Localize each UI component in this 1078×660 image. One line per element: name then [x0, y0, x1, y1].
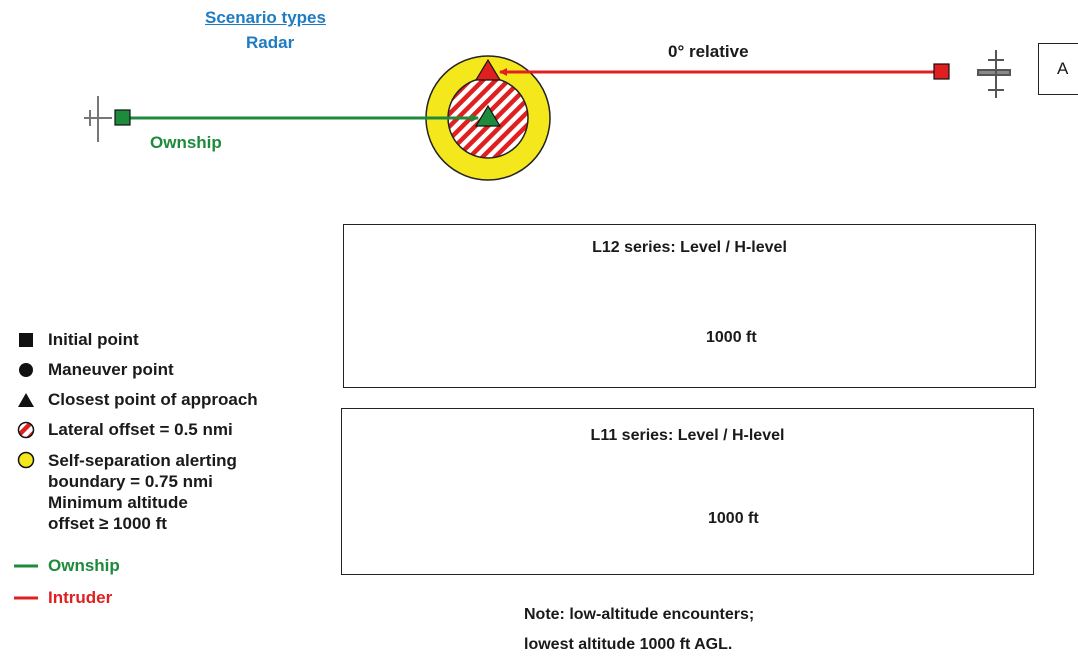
legend-label: Intruder: [48, 588, 113, 607]
legend-item-alerting-boundary: Self-separation alerting boundary = 0.75…: [14, 450, 237, 534]
intruder-aircraft-icon: [977, 50, 1011, 98]
legend-item-lateral-offset: Lateral offset = 0.5 nmi: [14, 420, 233, 440]
yellow-circle-icon: [17, 451, 35, 469]
legend-label: Closest point of approach: [48, 390, 258, 409]
ownship-initial-point-square: [114, 109, 131, 126]
red-line-icon: [14, 596, 38, 600]
legend-label: Lateral offset = 0.5 nmi: [48, 420, 233, 439]
circle-icon: [19, 363, 33, 377]
label-box-a-text: A: [1057, 59, 1069, 78]
legend-item-maneuver-point: Maneuver point: [14, 360, 174, 380]
legend-label: Maneuver point: [48, 360, 174, 379]
legend-label: Initial point: [48, 330, 139, 349]
radar-subtitle: Radar: [246, 33, 295, 52]
scenario-types-title[interactable]: Scenario types: [205, 8, 326, 27]
l12-series-title: L12 series: Level / H-level: [592, 239, 787, 256]
intruder-cpa-triangle: [474, 58, 502, 81]
legend-item-closest-point: Closest point of approach: [14, 390, 258, 410]
ownship-drone-icon: [84, 96, 112, 142]
note-line-1: Note: low-altitude encounters;: [524, 606, 755, 623]
legend-label-line: offset ≥ 1000 ft: [48, 514, 167, 533]
legend-label-line: boundary = 0.75 nmi: [48, 472, 213, 491]
green-line-icon: [14, 564, 38, 568]
relative-angle-label: 0° relative: [668, 42, 749, 61]
l12-series-panel: L12 series: Level / H-level: [343, 224, 1036, 388]
hatched-circle-icon: [17, 421, 35, 439]
l11-series-panel: L11 series: Level / H-level: [341, 408, 1034, 575]
ownship-label: Ownship: [150, 133, 222, 152]
l12-altitude-label: 1000 ft: [706, 329, 757, 346]
note-line-2: lowest altitude 1000 ft AGL.: [524, 636, 733, 653]
l11-altitude-label: 1000 ft: [708, 510, 759, 527]
legend-label-line: Self-separation alerting: [48, 451, 237, 470]
label-box-a: A: [1038, 43, 1078, 95]
legend-label-line: Minimum altitude: [48, 493, 188, 512]
ownship-cpa-triangle: [474, 104, 502, 127]
intruder-initial-point-square: [933, 63, 950, 80]
l11-series-title: L11 series: Level / H-level: [590, 427, 785, 444]
square-icon: [19, 333, 33, 347]
legend-item-intruder: Intruder: [14, 588, 112, 608]
triangle-icon: [18, 393, 34, 407]
legend-label: Ownship: [48, 556, 120, 575]
note: Note: low-altitude encounters; lowest al…: [524, 600, 754, 660]
legend-item-initial-point: Initial point: [14, 330, 139, 350]
legend-item-ownship: Ownship: [14, 556, 120, 576]
